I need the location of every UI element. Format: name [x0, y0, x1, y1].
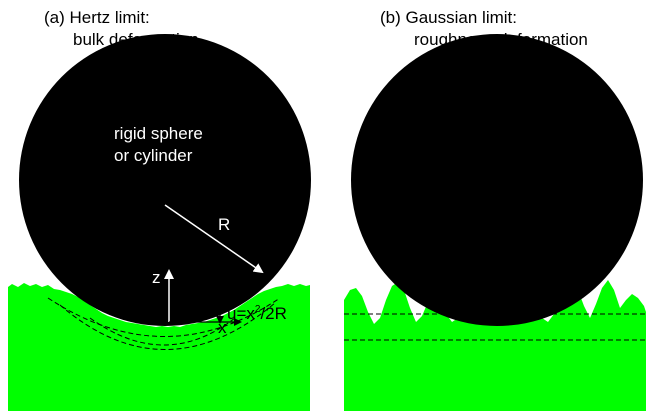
panel-a-radius-label: R: [218, 215, 231, 234]
panel-a-deformation-formula: u=x2/2R: [227, 300, 287, 324]
panel-b-substrate-base: [344, 338, 646, 411]
panel-a-force-symbol: F: [171, 60, 182, 79]
panel-a-formula-prefix: u=x: [227, 304, 255, 323]
panel-a-radius-arrow: [164, 204, 264, 274]
panel-a-x-axis-label: x: [218, 318, 227, 337]
panel-a-dashed-line-2: [59, 302, 276, 350]
panel-a-force-subscript: N: [181, 70, 189, 81]
panel-a-rigid-sphere: [19, 34, 311, 326]
panel-b-force-subscript: N: [516, 70, 524, 81]
panel-b-force-label: FN: [506, 60, 524, 86]
panel-a-title-line2: bulk deformation: [73, 30, 199, 49]
panel-a: [8, 34, 311, 411]
panel-a-substrate: [8, 283, 310, 411]
panel-b-rigid-sphere: [351, 34, 643, 326]
panel-b-force-symbol: F: [506, 60, 517, 79]
panel-a-force-label: FN: [171, 60, 189, 86]
panel-b-title-line1: (b) Gaussian limit:: [380, 8, 517, 27]
panel-b-title-line2: roughness deformation: [414, 30, 588, 49]
panel-a-z-axis-label: z: [152, 268, 161, 287]
panel-a-formula-suffix: /2R: [260, 304, 287, 323]
panel-a-sphere-label-line1: rigid sphere: [114, 124, 203, 143]
panel-a-title-line1: (a) Hertz limit:: [44, 8, 150, 27]
panel-a-dashed-line-3: [89, 317, 236, 346]
panel-b: [344, 34, 646, 411]
panel-a-sphere-label-line2: or cylinder: [114, 146, 193, 165]
panel-a-formula-exponent: 2: [254, 304, 261, 315]
panel-a-dashed-line-1: [47, 297, 281, 337]
